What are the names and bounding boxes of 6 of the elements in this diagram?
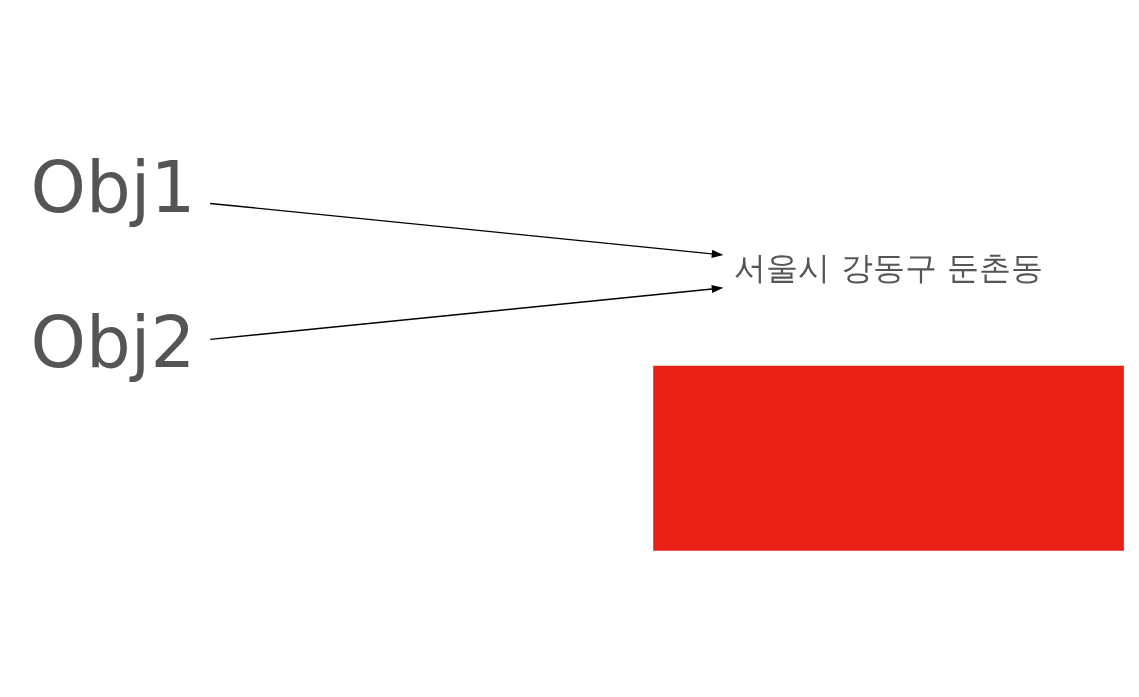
node-text: Obj1 — [30, 146, 196, 229]
node-text: 서울시 강동구 둔촌동 — [734, 249, 1043, 286]
node-box — [653, 365, 1124, 551]
node-text: Obj2 — [30, 301, 196, 384]
arrow — [209, 284, 724, 340]
arrow — [209, 202, 724, 258]
